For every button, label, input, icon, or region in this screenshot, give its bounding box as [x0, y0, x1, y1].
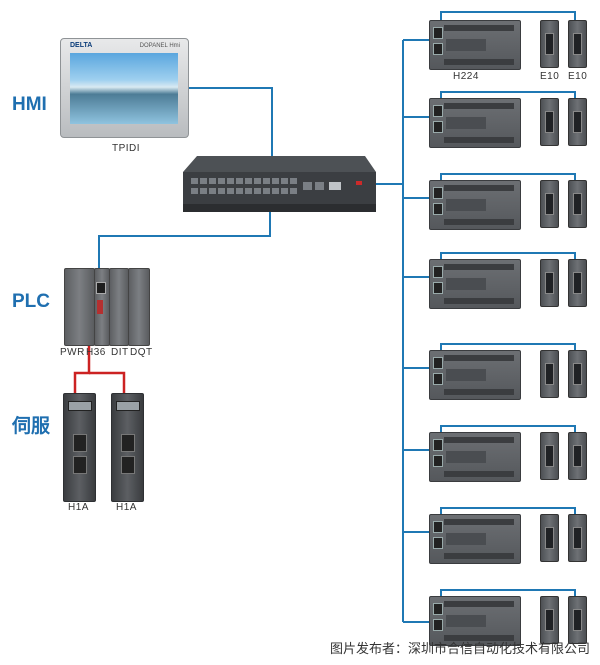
remote-ext-5-1 [540, 350, 559, 398]
remote-ext-4-2 [568, 259, 587, 307]
plc-link [98, 212, 271, 275]
label-servo: 伺服 [12, 416, 51, 437]
remote-ext-1-1 [540, 20, 559, 68]
remote-head-2 [429, 98, 521, 148]
remote-ext-4-1 [540, 259, 559, 307]
remote-head-8 [429, 596, 521, 646]
remote-ext-1-2 [568, 20, 587, 68]
plc-caption-pwr: PWR [60, 347, 85, 358]
plc-ethernet-port [96, 282, 106, 294]
remote-ext-caption-1: E10 [540, 71, 560, 82]
label-plc: PLC [12, 291, 50, 312]
remote-ext-3-1 [540, 180, 559, 228]
plc-servo-port [97, 300, 103, 314]
plc-power-module [64, 268, 95, 346]
remote-ext-6-1 [540, 432, 559, 480]
remote-head-6 [429, 432, 521, 482]
remote-ext-8-1 [540, 596, 559, 644]
branch-7 [403, 519, 433, 533]
hmi-link [187, 87, 273, 160]
ethernet-switch [183, 156, 376, 212]
hmi-model: DOPANEL Hmi [139, 43, 180, 49]
branch-5 [403, 355, 433, 369]
remote-head-7 [429, 514, 521, 564]
branch-1 [403, 25, 433, 41]
servo-caption-1: H1A [68, 502, 89, 513]
hmi-screen [70, 53, 178, 124]
plc-caption-cpu: H36 [86, 347, 106, 358]
branch-4 [403, 264, 433, 278]
remote-ext-5-2 [568, 350, 587, 398]
servo-link [73, 344, 91, 396]
remote-head-3 [429, 180, 521, 230]
branch-2 [403, 103, 433, 118]
remote-ext-2-2 [568, 98, 587, 146]
plc-caption-di: DIT [111, 347, 129, 358]
remote-ext-caption-2: E10 [568, 71, 588, 82]
remote-ext-7-1 [540, 514, 559, 562]
plc-di-module [109, 268, 129, 346]
footer-credit: 图片发布者：深圳市合信自动化技术有限公司 [329, 641, 590, 656]
remote-head-5 [429, 350, 521, 400]
branch-3 [403, 185, 433, 199]
hmi-brand: DELTA [70, 42, 93, 49]
branch-8 [403, 609, 433, 623]
servo-caption-2: H1A [116, 502, 137, 513]
plc-dq-module [128, 268, 150, 346]
remote-ext-7-2 [568, 514, 587, 562]
servo-drive-2 [111, 393, 144, 502]
remote-ext-2-1 [540, 98, 559, 146]
hmi-caption: TPIDI [112, 143, 141, 154]
remote-ext-6-2 [568, 432, 587, 480]
remote-head-4 [429, 259, 521, 309]
plc-caption-dq: DQT [130, 347, 153, 358]
remote-ext-3-2 [568, 180, 587, 228]
label-hmi: HMI [12, 94, 47, 115]
remote-head-1 [429, 20, 521, 70]
remote-head-caption: H224 [453, 71, 479, 82]
remote-ext-8-2 [568, 596, 587, 644]
hmi-panel: DELTA DOPANEL Hmi [60, 38, 189, 138]
servo-drive-1 [63, 393, 96, 502]
branch-6 [403, 437, 433, 451]
